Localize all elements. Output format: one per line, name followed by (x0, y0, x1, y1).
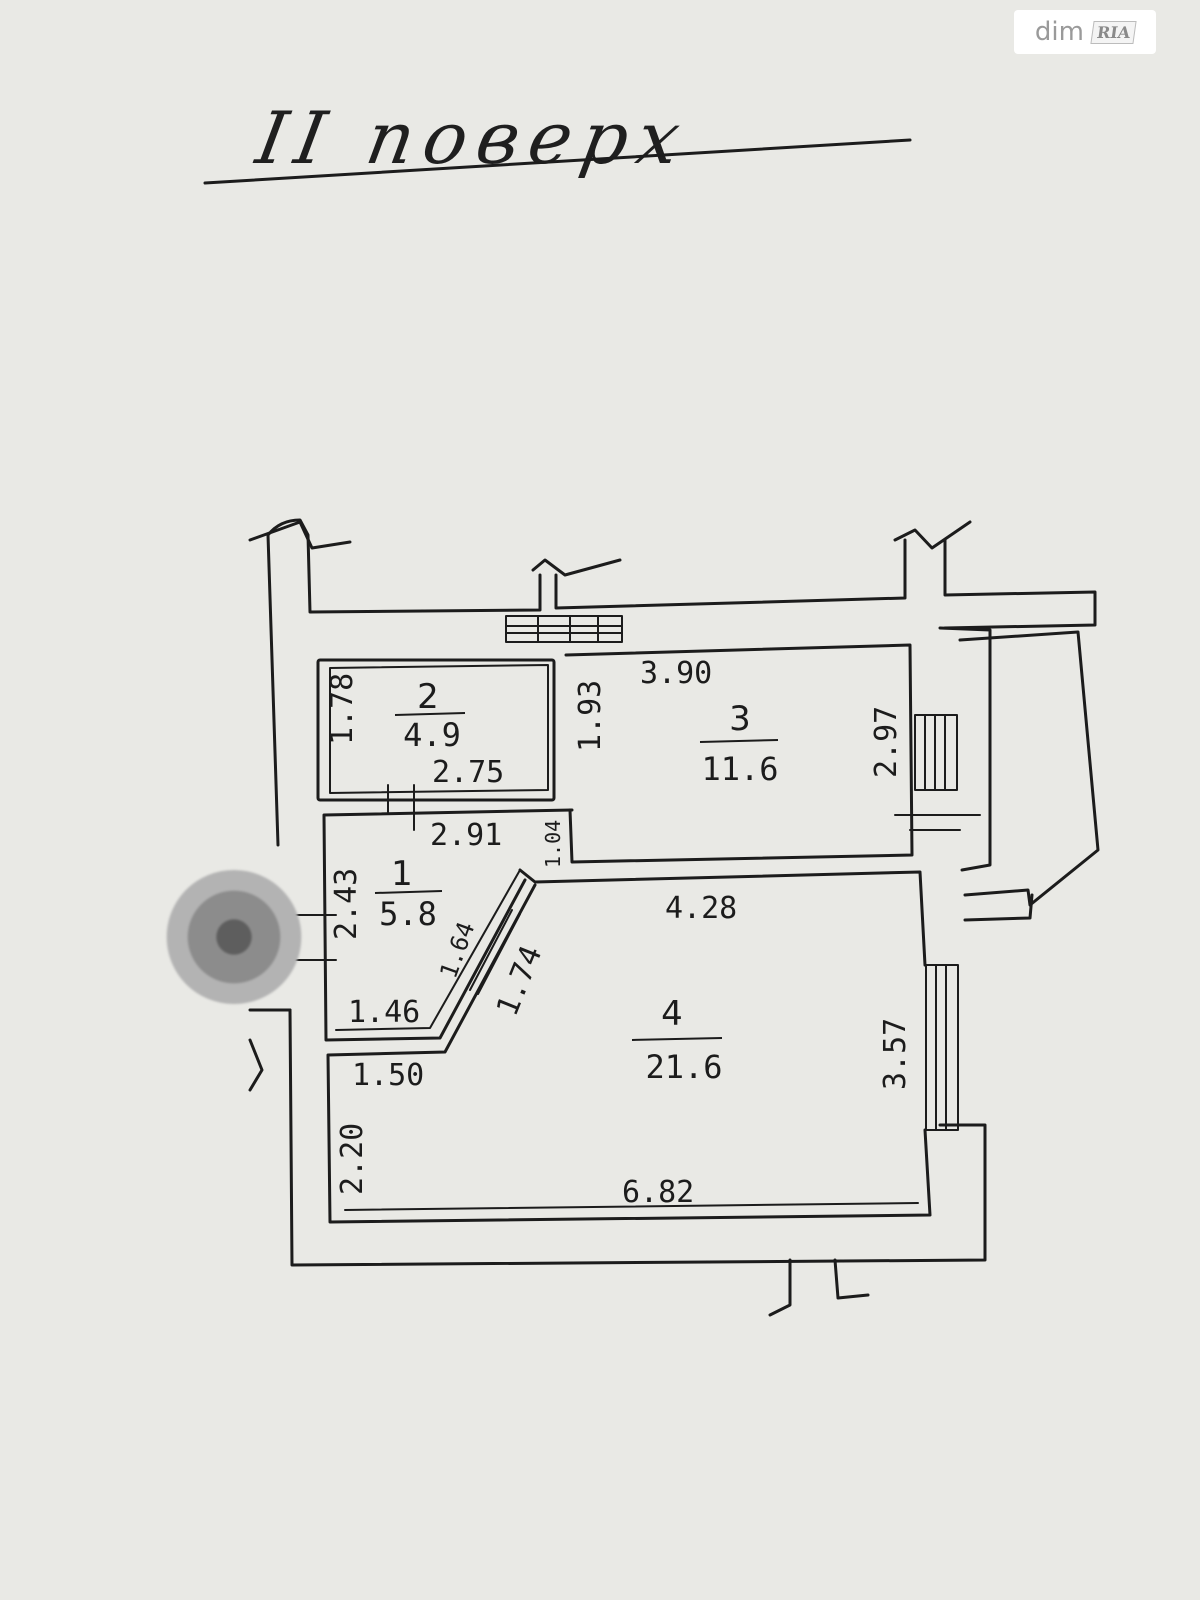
break-left (248, 1008, 292, 1092)
break-top-mid (531, 558, 622, 577)
watermark-text: dim (1034, 17, 1084, 47)
blurred-marker (166, 870, 302, 1004)
dim-r1-bottom: 1.46 (348, 995, 420, 1030)
dim-r2-right: 1.93 (573, 680, 608, 752)
room-4-label: 4 21.6 (631, 994, 723, 1086)
dim-r4-bottom: 6.82 (622, 1175, 694, 1210)
room-4-walls (326, 868, 932, 1224)
room-1-number: 1 (391, 854, 413, 894)
title-underline (203, 138, 912, 185)
break-top-right (893, 520, 972, 550)
room-2-area: 4.9 (403, 716, 461, 754)
annex-walls (958, 630, 1100, 907)
room-2-number: 2 (417, 677, 439, 717)
break-bottom (768, 1258, 870, 1317)
dim-r1-left: 2.43 (329, 868, 364, 940)
dim-r3-height: 2.97 (869, 706, 904, 778)
dim-r3-width: 3.90 (640, 656, 712, 691)
room-4-area: 21.6 (645, 1048, 722, 1086)
dimension-labels: 1.78 2.75 1.93 3.90 2.97 2.91 1.04 2.43 … (325, 656, 913, 1210)
room-4-number: 4 (661, 994, 683, 1034)
room-1-label: 1 5.8 (374, 854, 443, 933)
window-top (505, 615, 623, 643)
room-3-walls (564, 643, 914, 864)
outer-wall (266, 518, 1097, 847)
door-room-2 (387, 784, 415, 831)
dim-r2-height: 1.78 (325, 673, 360, 745)
room-3-label: 3 11.6 (699, 699, 779, 788)
dim-r1-right: 1.04 (541, 820, 565, 868)
dim-r2-width: 2.75 (432, 755, 504, 790)
outer-wall-left (288, 1008, 987, 1267)
dim-r4-right: 3.57 (878, 1018, 913, 1090)
dim-r4-top: 4.28 (665, 891, 737, 926)
dim-r4-left: 2.20 (335, 1123, 370, 1195)
dim-r1-top: 2.91 (430, 818, 502, 853)
door-room-4-diag (469, 909, 521, 995)
room-4-inner (344, 1202, 919, 1211)
room-2-label: 2 4.9 (394, 677, 466, 754)
entrance-door (294, 914, 337, 961)
outer-wall-right (938, 626, 992, 872)
window-room-3 (894, 714, 981, 831)
room-2-walls (316, 658, 556, 802)
room-1-walls (322, 808, 574, 1042)
annex-wall-lower (963, 893, 1034, 922)
room-1-area: 5.8 (379, 895, 437, 933)
room-2-inner (329, 664, 549, 794)
room-3-area: 11.6 (701, 750, 778, 788)
window-room-4 (925, 964, 959, 1131)
room-1-inner (335, 869, 521, 1031)
break-top-left (248, 520, 352, 550)
room-3-number: 3 (729, 699, 751, 739)
dim-ria-watermark: dim RIA (1014, 10, 1156, 54)
dim-r4-left-top: 1.50 (352, 1058, 424, 1093)
